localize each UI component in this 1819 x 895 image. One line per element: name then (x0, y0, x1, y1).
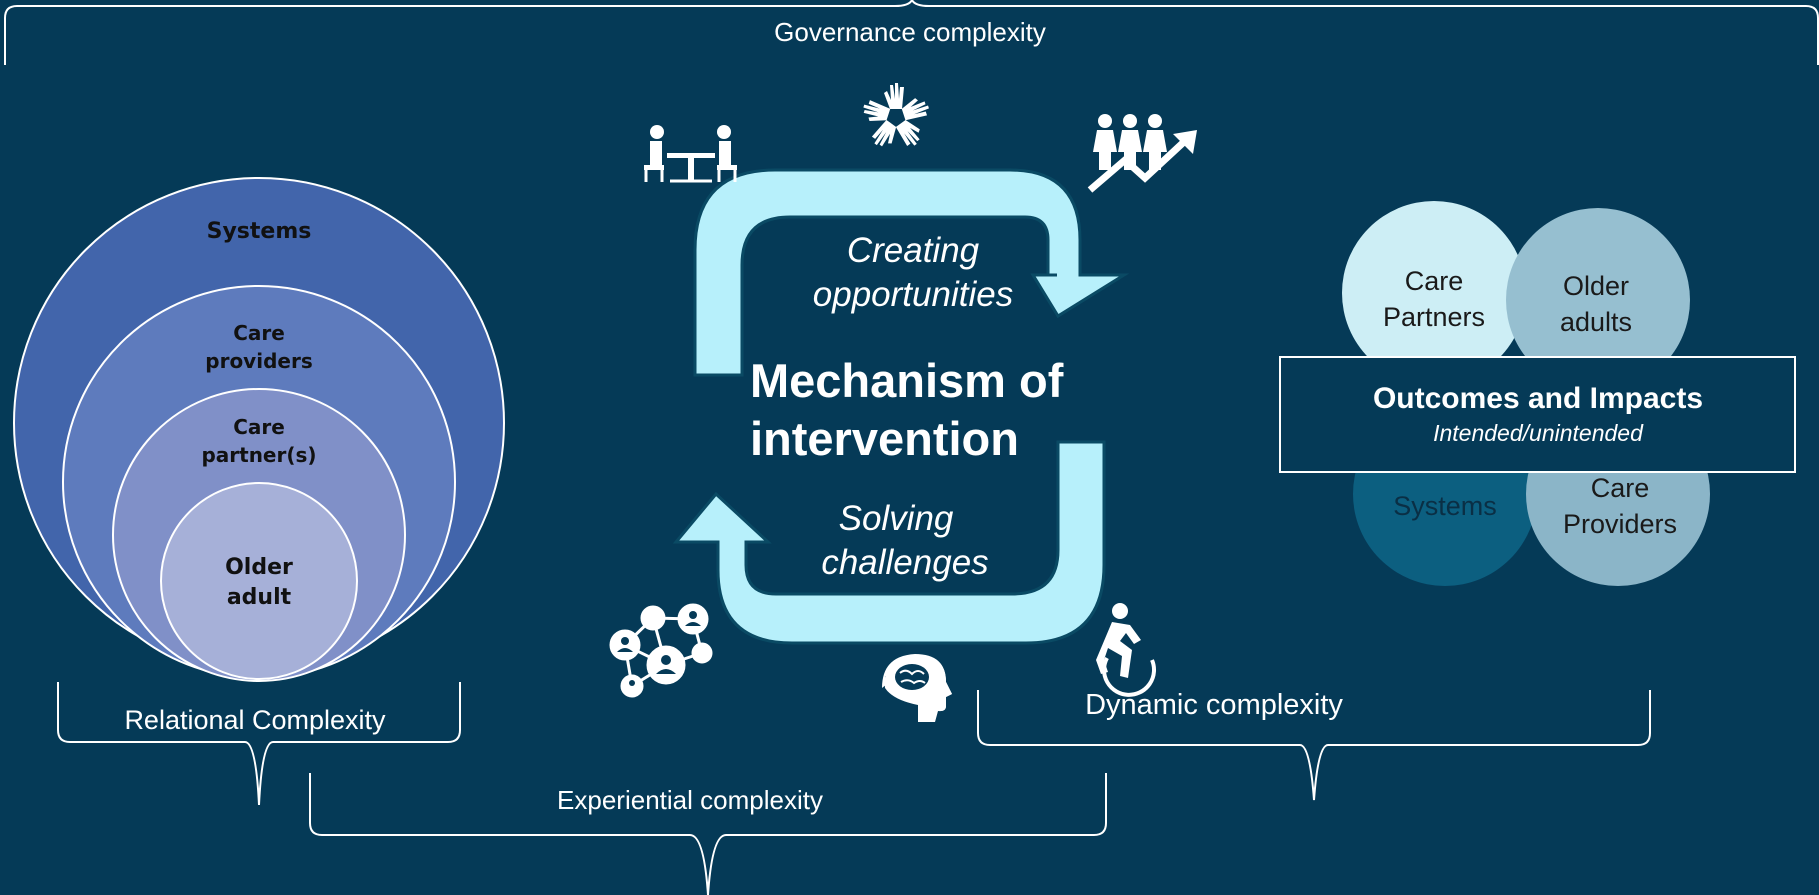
systems-outcome-label: Systems (1393, 491, 1497, 521)
older-adults-outcome-label-1: Older (1563, 271, 1629, 301)
people-growth-icon (1087, 114, 1197, 193)
outcomes-subtitle: Intended/unintended (1433, 420, 1644, 446)
care-providers-outcome-label-1: Care (1591, 473, 1650, 503)
outcomes-box (1279, 356, 1796, 473)
outcomes-cluster: Care Partners Older adults Systems Care … (1279, 201, 1796, 586)
meeting-table-icon (644, 125, 737, 183)
mechanism-title-line-2: intervention (750, 412, 1019, 465)
relational-label: Relational Complexity (124, 705, 386, 735)
top-cycle-arrow (693, 168, 1130, 377)
older-adults-outcome-circle (1506, 208, 1690, 392)
cycle-arrows (672, 168, 1130, 645)
hands-circle-icon (863, 83, 929, 147)
brain-head-icon (882, 654, 952, 722)
outcomes-title: Outcomes and Impacts (1373, 382, 1703, 415)
creating-opportunities-line-1: Creating (847, 231, 980, 270)
governance-brace (4, 0, 1819, 65)
care-partners-outcome-label-1: Care (1405, 266, 1464, 296)
care-partners-label-2: partner(s) (201, 443, 316, 467)
care-providers-label-2: providers (205, 349, 312, 373)
solving-challenges-line-1: Solving (839, 499, 954, 538)
governance-label: Governance complexity (774, 17, 1046, 47)
care-partners-outcome-label-2: Partners (1383, 302, 1485, 332)
dynamic-brace (977, 690, 1651, 801)
older-adult-label-1: Older (225, 555, 293, 580)
care-providers-outcome-label-2: Providers (1563, 509, 1677, 539)
solving-challenges-line-2: challenges (821, 543, 988, 582)
wheelchair-icon (1096, 603, 1156, 697)
older-adults-outcome-label-2: adults (1560, 307, 1632, 337)
nested-circles: Systems Care providers Care partner(s) O… (13, 177, 505, 682)
care-partners-label-1: Care (233, 415, 285, 439)
network-people-icon (609, 603, 713, 698)
older-adult-label-2: adult (227, 585, 292, 610)
bottom-cycle-arrow (672, 440, 1106, 645)
mechanism-title-line-1: Mechanism of (750, 354, 1064, 407)
creating-opportunities-line-2: opportunities (813, 275, 1013, 314)
care-providers-label-1: Care (233, 321, 285, 345)
care-partners-outcome-circle (1342, 201, 1526, 385)
relational-brace (57, 682, 461, 806)
experiential-brace (309, 773, 1107, 895)
systems-label: Systems (207, 219, 312, 244)
experiential-label: Experiential complexity (557, 785, 823, 815)
older-adult-circle (160, 482, 358, 680)
